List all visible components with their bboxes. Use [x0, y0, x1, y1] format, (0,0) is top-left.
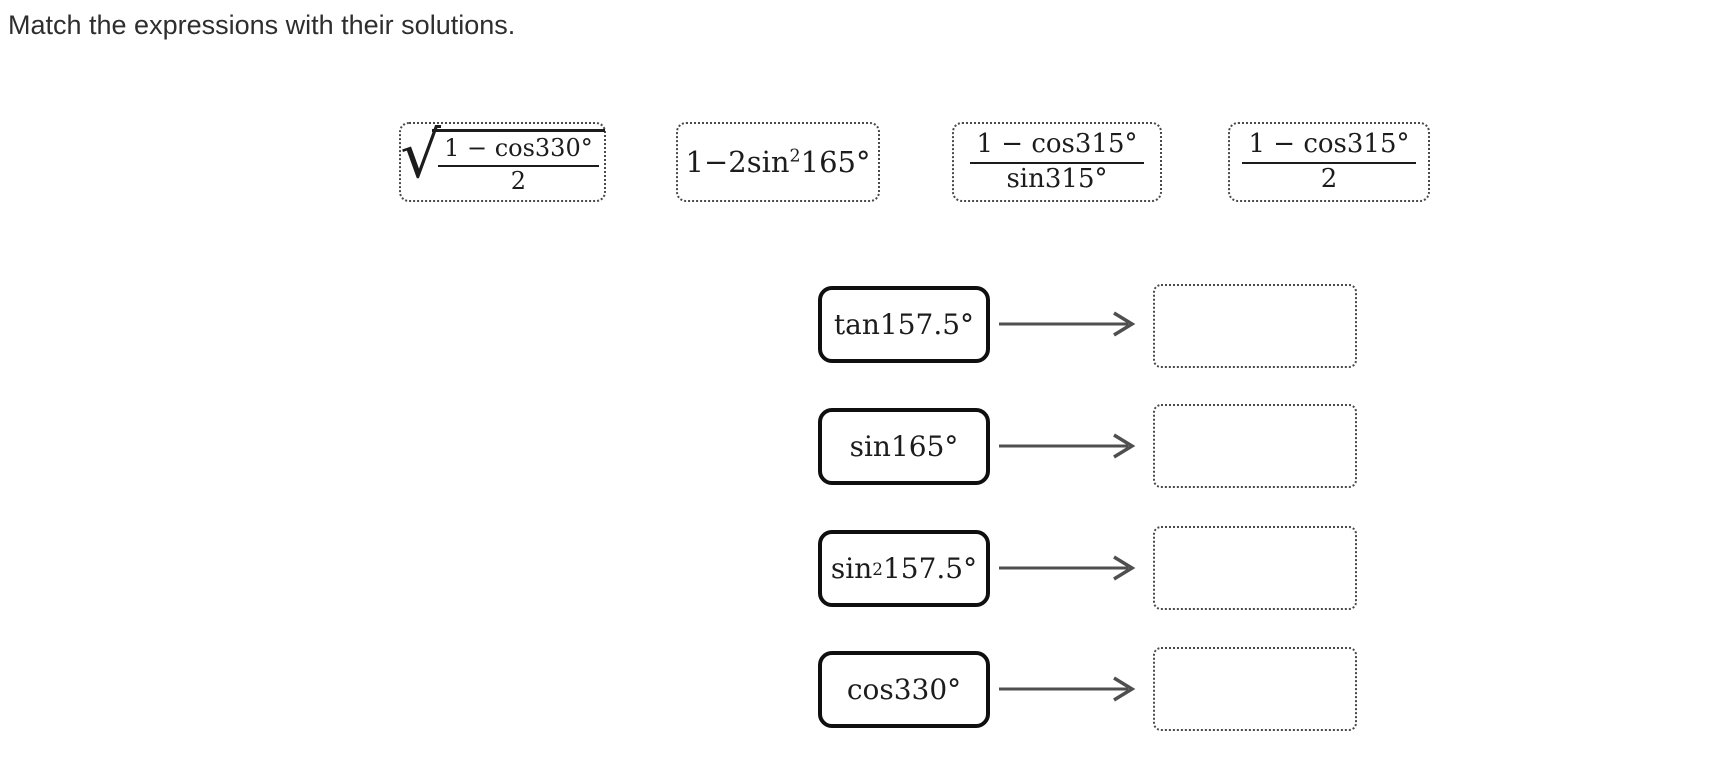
prompt-box-sin165: sin165° — [818, 408, 990, 485]
sqrt-body: 1 − cos330° 2 — [432, 128, 605, 195]
fraction-denominator: 2 — [1320, 163, 1338, 194]
fraction: 1 − cos315° 2 — [1242, 129, 1416, 195]
answer-drop-zone-4[interactable] — [1153, 647, 1357, 731]
page-title: Match the expressions with their solutio… — [8, 10, 516, 40]
sqrt-expression: √ 1 − cos330° 2 — [400, 124, 605, 195]
fraction: 1 − cos315° sin315° — [970, 129, 1144, 195]
answer-drop-zone-2[interactable] — [1153, 404, 1357, 488]
prompt-label-post: 157.5° — [882, 552, 978, 585]
answer-drop-zone-3[interactable] — [1153, 526, 1357, 610]
fraction-numerator: 1 − cos315° — [1242, 129, 1416, 164]
expression-pre: 1−2sin — [685, 145, 790, 179]
arrow-right-icon — [998, 310, 1146, 338]
prompt-box-tan157-5: tan157.5° — [818, 286, 990, 363]
fraction-denominator: 2 — [510, 166, 527, 195]
prompt-label: sin165° — [849, 430, 959, 463]
expression-tile-2[interactable]: 1−2sin2165° — [676, 122, 880, 202]
expression-tile-1[interactable]: √ 1 − cos330° 2 — [399, 122, 606, 202]
prompt-label: cos330° — [846, 673, 962, 706]
prompt-label: tan157.5° — [833, 308, 975, 341]
inline-expression: 1−2sin2165° — [686, 145, 871, 179]
expression-post: 165° — [800, 145, 871, 179]
radical-sign: √ — [400, 118, 442, 193]
fraction-denominator: sin315° — [1006, 163, 1108, 194]
fraction: 1 − cos330° 2 — [438, 134, 599, 195]
fraction-numerator: 1 − cos330° — [438, 134, 599, 167]
arrow-right-icon — [998, 432, 1146, 460]
expression-exponent: 2 — [789, 146, 801, 167]
expression-tile-3[interactable]: 1 − cos315° sin315° — [952, 122, 1162, 202]
arrow-right-icon — [998, 675, 1146, 703]
arrow-right-icon — [998, 554, 1146, 582]
fraction-numerator: 1 − cos315° — [970, 129, 1144, 164]
prompt-label: sin — [830, 552, 873, 585]
prompt-exponent: 2 — [872, 558, 883, 579]
prompt-box-cos330: cos330° — [818, 651, 990, 728]
answer-drop-zone-1[interactable] — [1153, 284, 1357, 368]
expression-tile-4[interactable]: 1 − cos315° 2 — [1228, 122, 1430, 202]
